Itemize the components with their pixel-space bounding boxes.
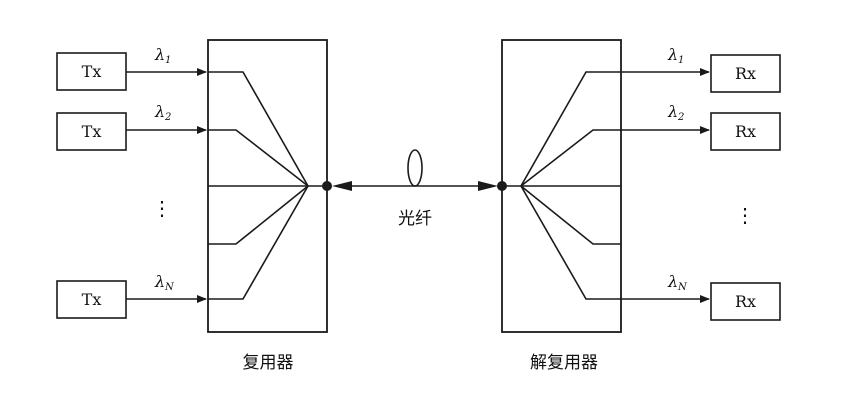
rx-box (710, 282, 781, 321)
lambda-subscript: 2 (164, 112, 171, 123)
tx-label: Tx (82, 62, 102, 81)
lambda-symbol: λ (154, 272, 165, 291)
tx-label: Tx (82, 290, 102, 309)
rx1-wavelength: λ 1 (667, 45, 684, 66)
transmitter-2: Tx (56, 112, 127, 151)
fiber-label: 光纤 (398, 209, 432, 229)
rx-box (710, 112, 781, 151)
multiplexer-label: 复用器 (243, 353, 294, 373)
rxn-wavelength: λ N (667, 272, 688, 293)
multiplexer-fan-in (208, 71, 327, 300)
receiver-n: Rx (710, 282, 781, 321)
tx2-wavelength: λ 2 (154, 102, 171, 123)
rx-box (710, 54, 781, 93)
tx-box (56, 112, 127, 151)
lambda-symbol: λ (667, 102, 678, 121)
tx-ellipsis: ⋮ (152, 196, 172, 220)
lambda-symbol: λ (667, 45, 678, 64)
transmitter-1: Tx (56, 52, 127, 91)
receiver-2: Rx (710, 112, 781, 151)
txn-wavelength: λ N (154, 272, 175, 293)
receiver-1: Rx (710, 54, 781, 93)
mux-output-node (322, 181, 332, 191)
tx-label: Tx (82, 122, 102, 141)
rx-label: Rx (735, 122, 756, 141)
lambda-subscript: N (164, 282, 175, 293)
lambda-symbol: λ (154, 102, 165, 121)
tx1-wavelength: λ 1 (154, 45, 171, 66)
rx-label: Rx (735, 292, 756, 311)
lambda-symbol: λ (667, 272, 678, 291)
transmitter-n: Tx (56, 280, 127, 319)
rx-ellipsis: ⋮ (735, 203, 755, 227)
optical-fiber (332, 149, 498, 191)
lambda-symbol: λ (154, 45, 165, 64)
rx2-wavelength: λ 2 (667, 102, 684, 123)
demultiplexer-label: 解复用器 (530, 353, 598, 373)
lambda-subscript: 2 (677, 112, 684, 123)
lambda-subscript: 1 (678, 55, 684, 66)
tx-box (56, 280, 127, 319)
lambda-subscript: 1 (165, 55, 171, 66)
lambda-subscript: N (677, 282, 688, 293)
fiber-coil-icon (407, 149, 423, 187)
demultiplexer-fan-out (502, 71, 621, 300)
rx-label: Rx (735, 64, 756, 83)
